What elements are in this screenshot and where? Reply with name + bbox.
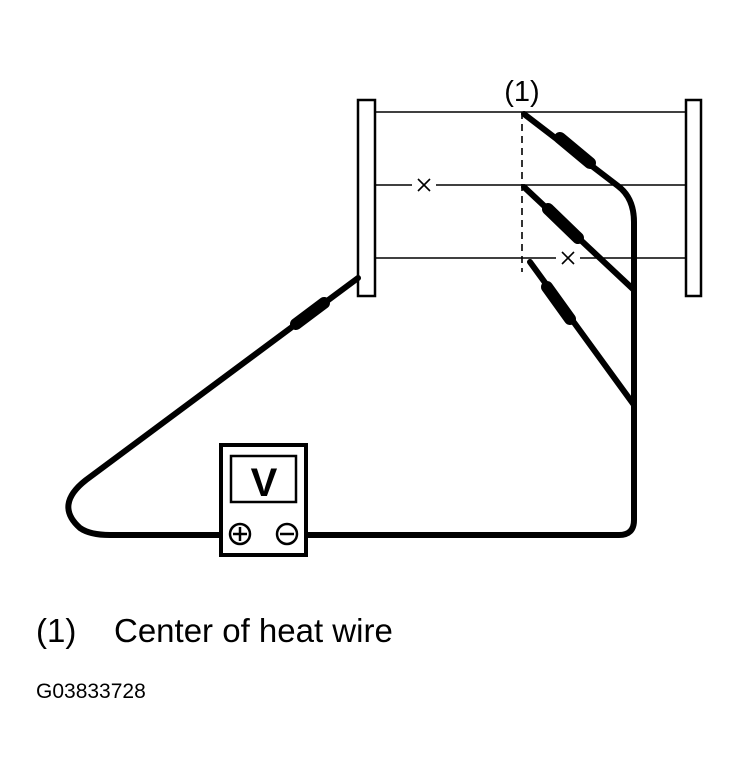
legend-text: Center of heat wire: [114, 612, 393, 649]
probe-tip-top: [554, 132, 596, 169]
legend-number: (1): [36, 612, 77, 649]
heat-wires: [375, 111, 686, 259]
probe-tip-middle: [542, 203, 584, 244]
probe-tip-positive: [290, 297, 330, 330]
probe-tip-bottom: [541, 281, 576, 325]
break-mark-bottom: [561, 251, 575, 265]
legend: (1) Center of heat wire: [36, 612, 393, 650]
center-point-label: (1): [504, 76, 539, 108]
figure-code: G03833728: [36, 680, 146, 703]
positive-lead-wire: [65, 275, 361, 538]
probe-tips: [290, 132, 596, 330]
break-marks: [417, 178, 575, 265]
voltmeter-label: V: [251, 461, 278, 505]
right-bus-bar: [684, 98, 703, 298]
circuit-leads: [65, 111, 637, 538]
voltmeter: V: [219, 443, 308, 557]
left-bus-bar: [356, 98, 377, 298]
voltmeter-display: [229, 454, 298, 504]
negative-lead-wire: [299, 111, 637, 538]
break-mark-middle: [417, 178, 431, 192]
